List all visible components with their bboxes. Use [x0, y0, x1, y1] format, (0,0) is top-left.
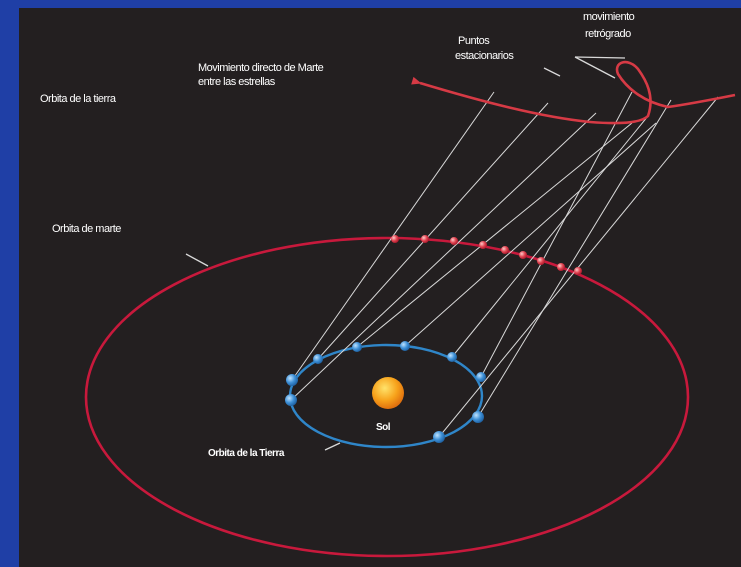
stationary-points-label-line1: Puntos — [458, 35, 490, 47]
mars-position — [479, 241, 487, 249]
retrograde-label-line1: movimiento — [583, 11, 635, 23]
diagram-panel — [19, 8, 741, 567]
mars-orbit-label: Orbita de marte — [52, 223, 121, 235]
earth-position — [447, 352, 457, 362]
sun-label: Sol — [376, 422, 391, 433]
mars-orbit-ellipse — [84, 236, 690, 558]
retrograde-label-line2: retrógrado — [585, 28, 631, 40]
mars-positions — [391, 235, 582, 275]
callout-lines — [185, 56, 626, 451]
stationary-points-label-line2: estacionarios — [455, 50, 514, 62]
mars-position — [391, 235, 399, 243]
mars-position — [557, 263, 565, 271]
earth-position — [313, 354, 323, 364]
sun — [372, 377, 404, 409]
mars-direct-motion-label-line1: Movimiento directo de Marte — [198, 62, 324, 74]
mars-apparent-path — [411, 60, 736, 125]
earth-position — [476, 372, 486, 382]
mars-position — [519, 251, 527, 259]
sight-lines — [290, 91, 719, 438]
mars-position — [421, 235, 429, 243]
mars-position — [537, 257, 545, 265]
earth-position — [433, 431, 445, 443]
earth-orbit-label-top: Orbita de la tierra — [40, 93, 116, 105]
earth-position — [352, 342, 362, 352]
mars-position — [501, 246, 509, 254]
earth-position — [286, 374, 298, 386]
earth-position — [400, 341, 410, 351]
earth-orbit-label-bottom: Orbita de la Tierra — [208, 448, 284, 459]
earth-positions — [285, 341, 486, 443]
mars-direct-motion-label-line2: entre las estrellas — [198, 76, 275, 88]
earth-position — [472, 411, 484, 423]
mars-position — [450, 237, 458, 245]
mars-position — [574, 267, 582, 275]
earth-position — [285, 394, 297, 406]
